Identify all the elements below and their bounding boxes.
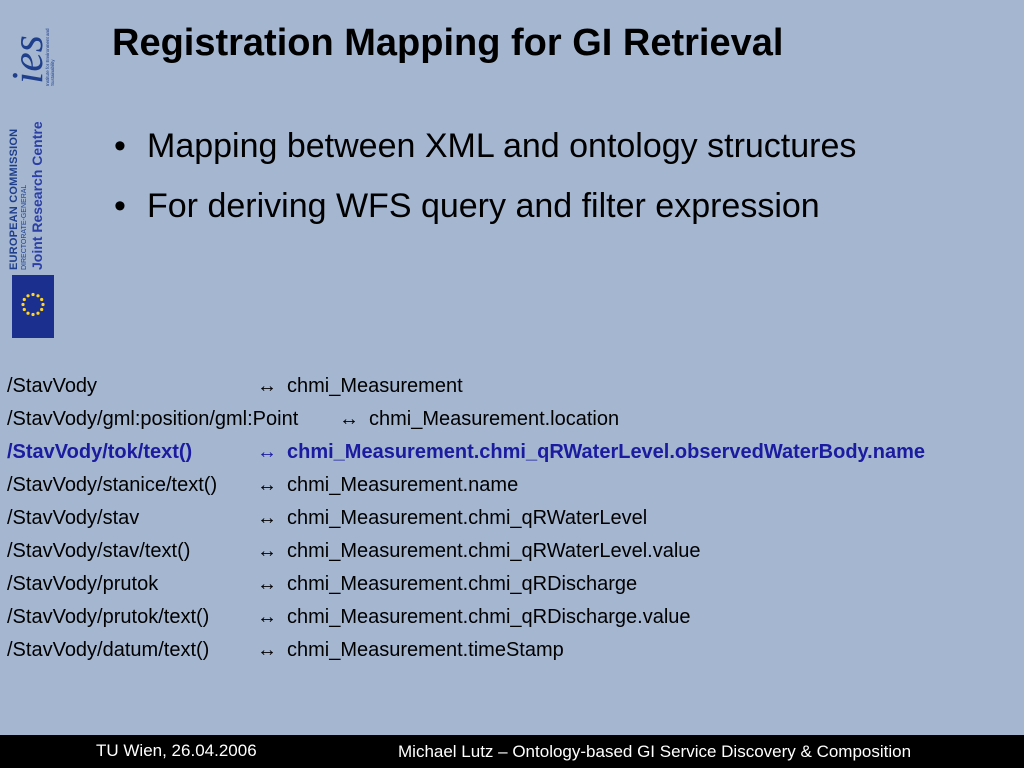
bidirectional-arrow-icon: ↔ [257,573,277,595]
bidirectional-arrow-icon: ↔ [257,474,277,496]
ies-logo: ies Institute for Environment and Sustai… [3,6,56,86]
mapping-row: /StavVody/datum/text() ↔ chmi_Measuremen… [7,635,1024,668]
sidebar: ies Institute for Environment and Sustai… [0,0,64,345]
bullet-item: • For deriving WFS query and filter expr… [112,184,992,228]
joint-research-centre-label: Joint Research Centre [29,121,45,270]
ies-subtitle: Institute for Environment and Sustainabi… [45,28,55,86]
footer-venue-date: TU Wien, 26.04.2006 [96,741,257,760]
ontology-target: chmi_Measurement.chmi_qRWaterLevel.value [287,540,701,562]
ontology-target: chmi_Measurement.chmi_qRDischarge [287,573,638,595]
bullet-icon: • [114,187,126,225]
mapping-row: /StavVody/prutok/text() ↔ chmi_Measureme… [7,602,1024,635]
mapping-row: /StavVody/stav ↔ chmi_Measurement.chmi_q… [7,503,1024,536]
slide-title: Registration Mapping for GI Retrieval [112,22,784,64]
xml-path: /StavVody/gml:position/gml:Point [7,408,299,430]
xml-path: /StavVody/stanice/text() [7,474,218,496]
bidirectional-arrow-icon: ↔ [257,375,277,397]
bidirectional-arrow-icon: ↔ [257,441,277,463]
ontology-target: chmi_Measurement.chmi_qRWaterLevel [287,507,648,529]
mapping-row: /StavVody ↔ chmi_Measurement [7,371,1024,404]
mapping-row: /StavVody/gml:position/gml:Point ↔ chmi_… [7,404,1024,437]
xml-path: /StavVody/datum/text() [7,639,210,661]
bidirectional-arrow-icon: ↔ [257,507,277,529]
eu-flag-icon [12,275,54,338]
bidirectional-arrow-icon: ↔ [339,408,359,430]
bidirectional-arrow-icon: ↔ [257,606,277,628]
bullet-text: For deriving WFS query and filter expres… [147,187,820,225]
mapping-table: /StavVody ↔ chmi_Measurement /StavVody/g… [7,371,1024,668]
xml-path: /StavVody/prutok/text() [7,606,210,628]
bullet-text: Mapping between XML and ontology structu… [147,127,857,165]
xml-path: /StavVody/tok/text() [7,441,193,463]
mapping-row: /StavVody/prutok ↔ chmi_Measurement.chmi… [7,569,1024,602]
jrc-logo-text: EUROPEAN COMMISSION DIRECTORATE-GENERAL … [8,90,56,270]
bullet-item: • Mapping between XML and ontology struc… [112,124,992,168]
xml-path: /StavVody/prutok [7,573,159,595]
bidirectional-arrow-icon: ↔ [257,540,277,562]
footer-author-title: Michael Lutz – Ontology-based GI Service… [398,742,912,761]
bullet-list: • Mapping between XML and ontology struc… [112,124,992,244]
ies-logo-text: ies [3,35,52,84]
ontology-target: chmi_Measurement [287,375,463,397]
ontology-target: chmi_Measurement.location [369,408,620,430]
directorate-general-label: DIRECTORATE-GENERAL [21,184,28,270]
ontology-target: chmi_Measurement.timeStamp [287,639,564,661]
xml-path: /StavVody [7,375,98,397]
mapping-row: /StavVody/stanice/text() ↔ chmi_Measurem… [7,470,1024,503]
xml-path: /StavVody/stav/text() [7,540,191,562]
footer: TU Wien, 26.04.2006 Michael Lutz – Ontol… [0,735,1024,768]
european-commission-label: EUROPEAN COMMISSION [8,128,20,270]
mapping-row-highlighted: /StavVody/tok/text() ↔ chmi_Measurement.… [7,437,1024,470]
bullet-icon: • [114,127,126,165]
mapping-row: /StavVody/stav/text() ↔ chmi_Measurement… [7,536,1024,569]
ontology-target: chmi_Measurement.chmi_qRWaterLevel.obser… [287,441,925,463]
ontology-target: chmi_Measurement.chmi_qRDischarge.value [287,606,691,628]
ontology-target: chmi_Measurement.name [287,474,519,496]
bidirectional-arrow-icon: ↔ [257,639,277,661]
xml-path: /StavVody/stav [7,507,140,529]
